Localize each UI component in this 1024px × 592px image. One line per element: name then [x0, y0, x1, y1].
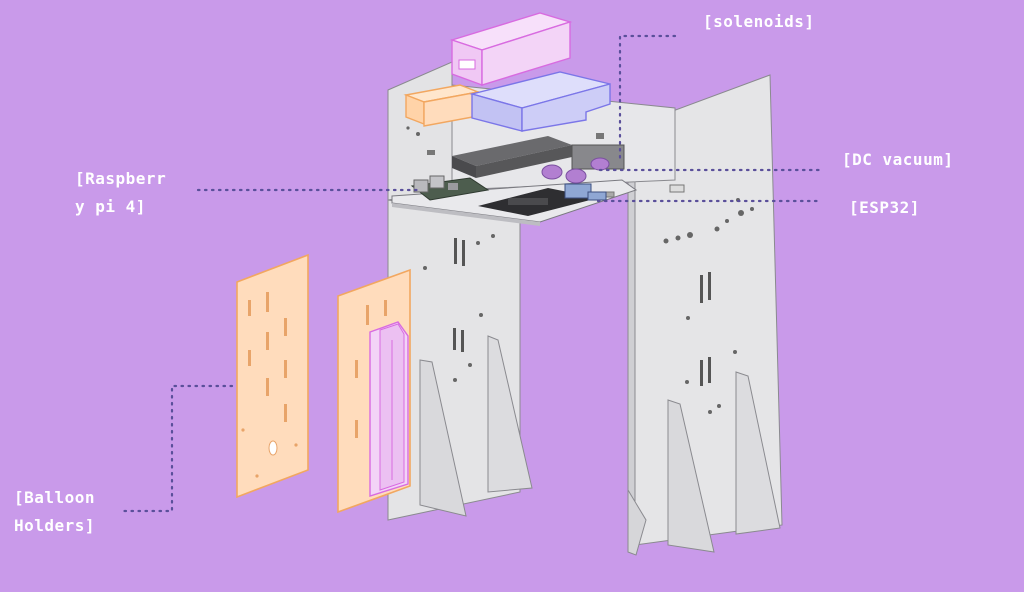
balloon-holders-leader [118, 384, 234, 513]
dc-vacuum-motor [541, 144, 625, 184]
blue-enclosure [469, 71, 611, 132]
left-support-fin [419, 335, 533, 517]
esp32-board [478, 183, 607, 216]
solenoids-housing [449, 12, 573, 87]
solenoids-label: [solenoids] [703, 12, 815, 31]
solenoids-leader [618, 34, 677, 160]
raspberry-pi-label: [Raspberr y pi 4] [75, 169, 167, 216]
balloon-holders-label: [Balloon Holders] [14, 488, 96, 535]
orange-enclosure [403, 84, 481, 127]
dc-vacuum-pump-block [452, 136, 572, 178]
right-support-fin [627, 371, 781, 556]
dc-vacuum-label: [DC vacuum] [842, 150, 954, 169]
esp32-label: [ESP32] [849, 198, 920, 217]
balloon-holder-plate-front [337, 268, 411, 514]
raspberry-pi-board [410, 175, 490, 201]
balloon-holder-plate-back [236, 253, 309, 499]
